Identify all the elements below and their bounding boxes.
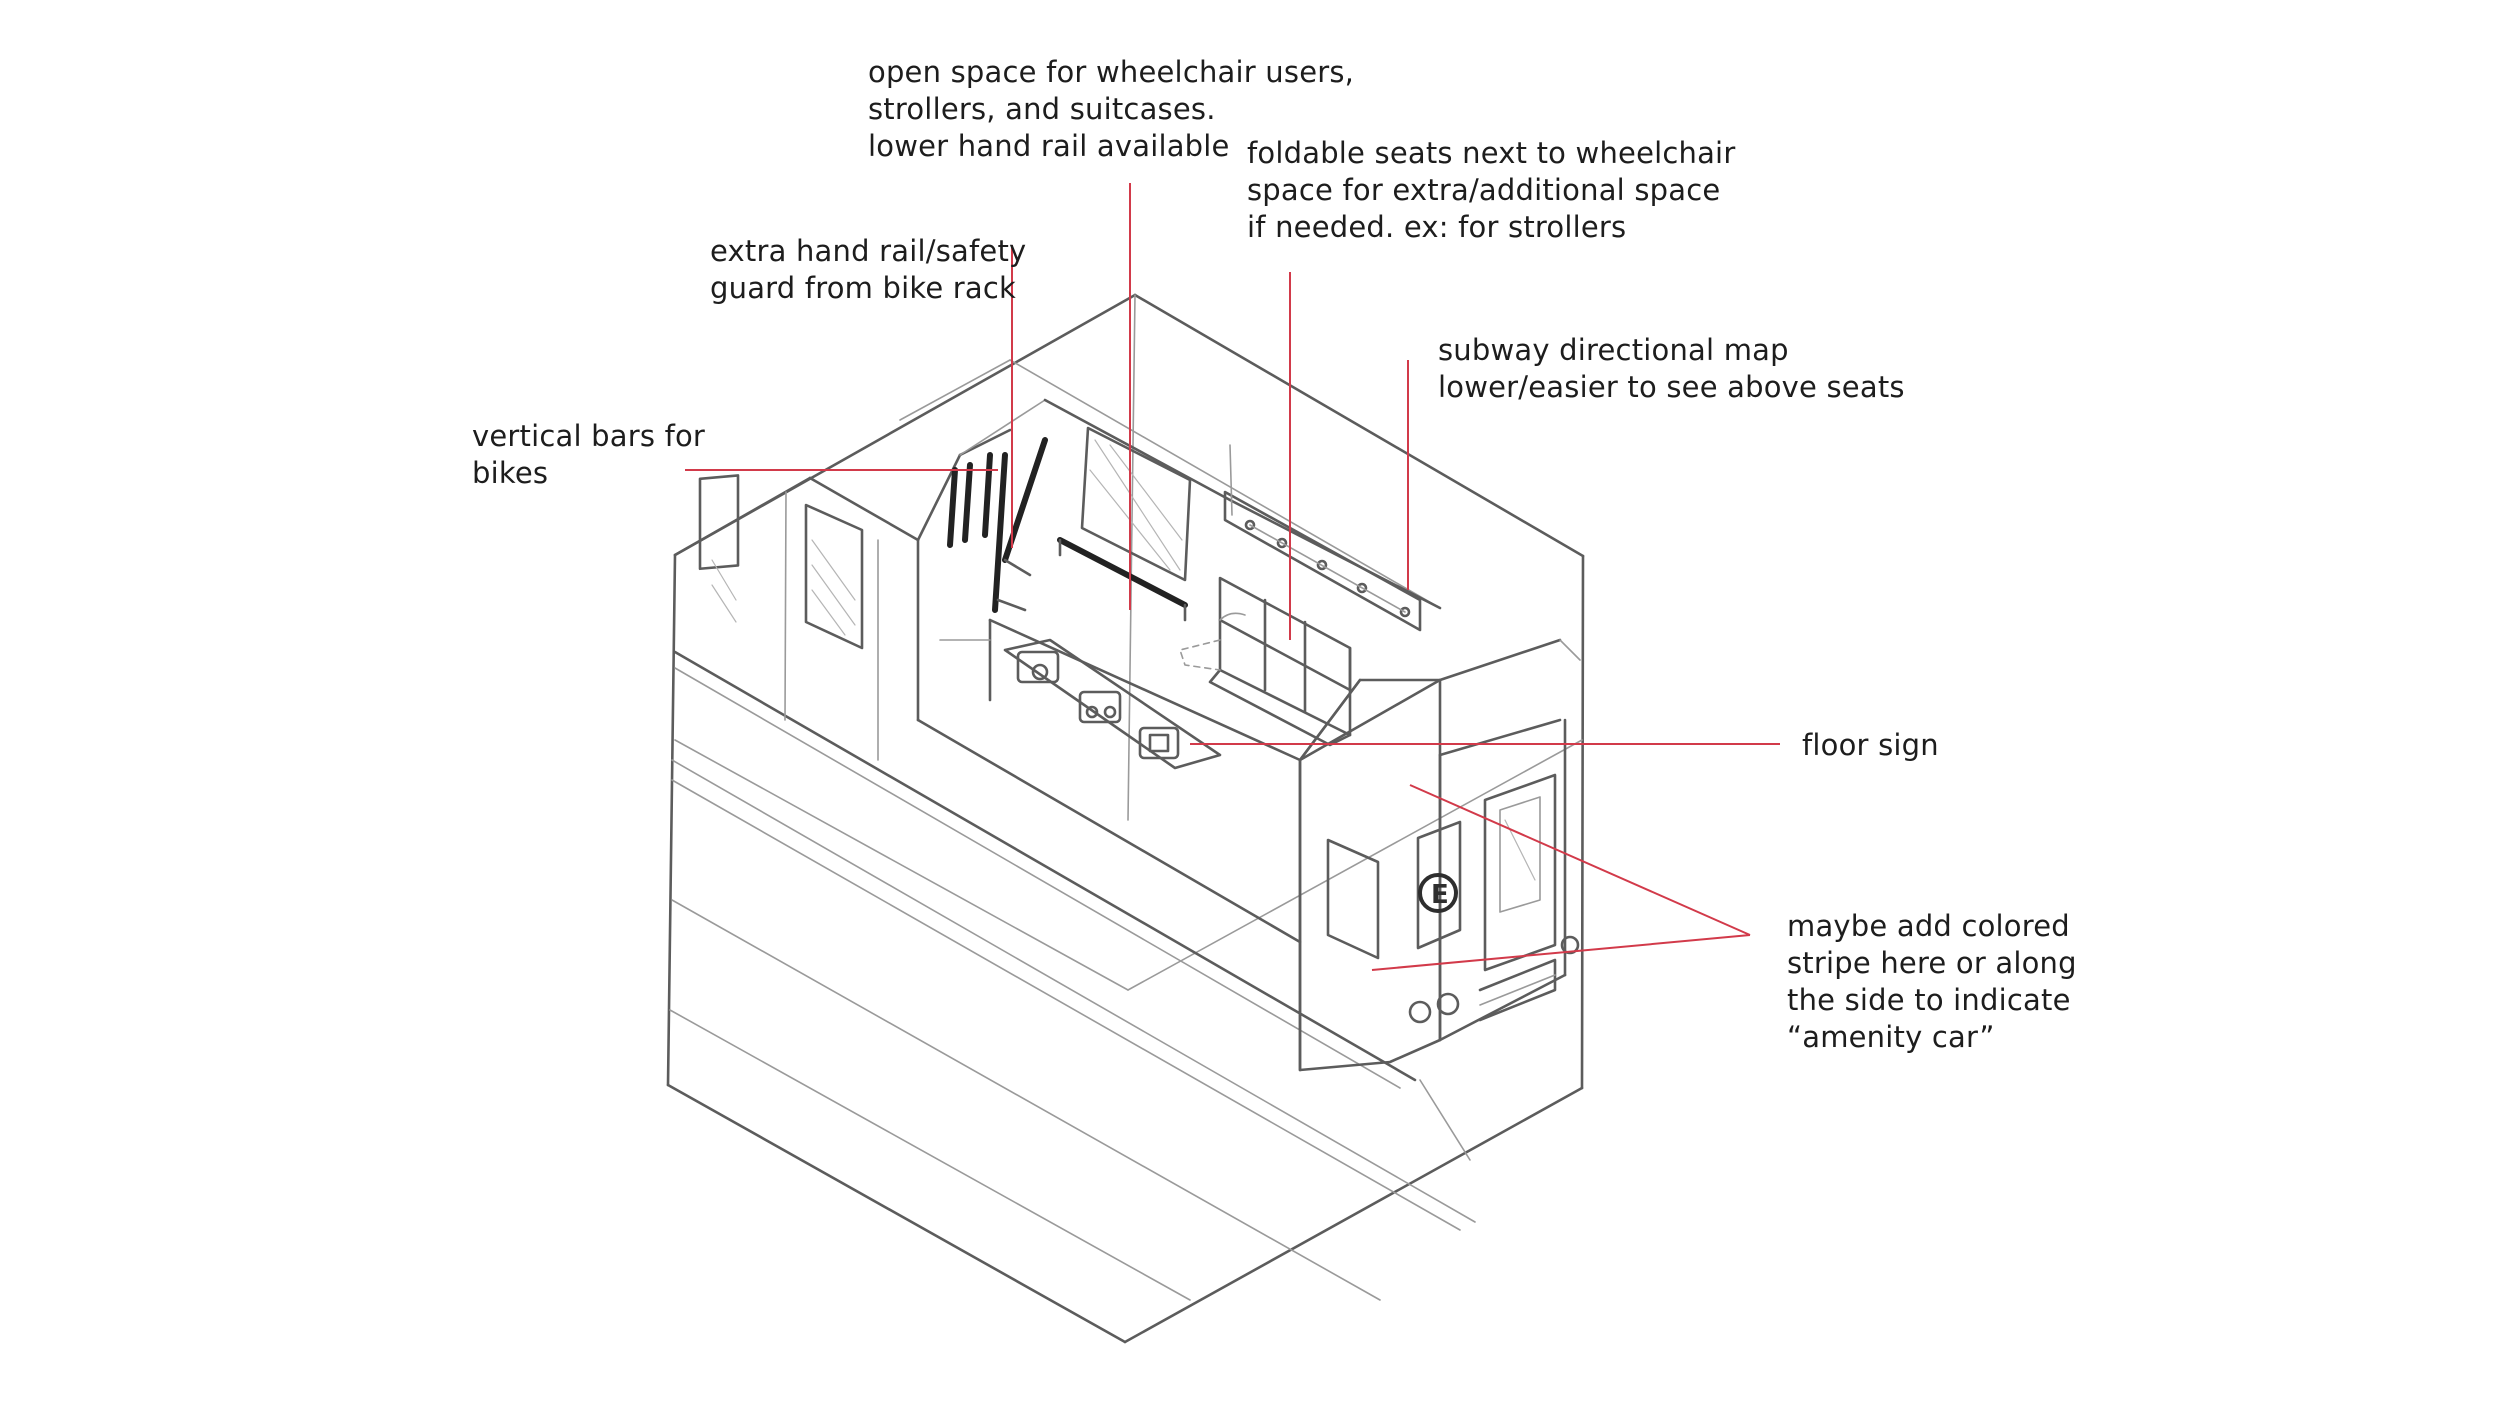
platform-ground: [669, 650, 1476, 1301]
main-train-car: [899, 359, 1442, 1072]
annotation-foldable-seats: foldable seats next to wheelchair space …: [1247, 136, 1736, 244]
train-route-letter: E: [1431, 880, 1449, 910]
annotation-vertical-bars: vertical bars for bikes: [472, 419, 706, 490]
annotation-subway-map: subway directional map lower/easier to s…: [1438, 333, 1905, 404]
annotation-extra-hand-rail: extra hand rail/safety guard from bike r…: [710, 234, 1027, 305]
train-car-sketch: E: [666, 293, 1585, 1344]
annotation-colored-stripe: maybe add colored stripe here or along t…: [1787, 909, 2077, 1054]
car-front-end: E: [1298, 638, 1581, 1072]
annotation-floor-sign: floor sign: [1802, 728, 1939, 762]
bicycle-icon: [1078, 690, 1122, 724]
suitcase-icon: [1138, 726, 1180, 760]
leader-stripe-side: [1371, 934, 1751, 971]
leader-stripe-front: [1409, 784, 1751, 936]
floor-sign: [1003, 638, 1222, 770]
wheelchair-icon: [1016, 650, 1060, 684]
annotation-leaders: [685, 183, 1780, 971]
isometric-frame: [666, 293, 1585, 1344]
left-train-car: [673, 474, 920, 761]
annotation-open-space: open space for wheelchair users, strolle…: [868, 55, 1355, 163]
